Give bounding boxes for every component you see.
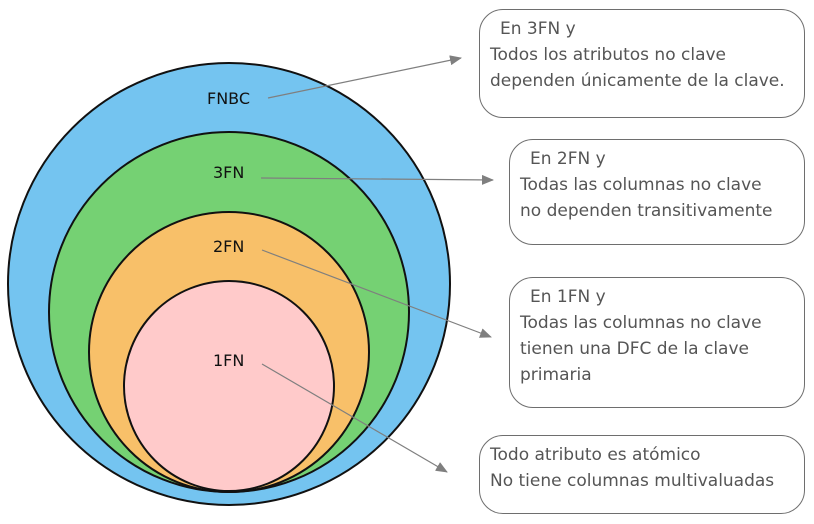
3fn-arrow xyxy=(260,174,494,185)
fnbc-label: FNBC xyxy=(207,89,250,108)
box-line: Todas las columnas no clave xyxy=(520,313,762,333)
box-heading: Todo atributo es atómico xyxy=(490,445,701,465)
2fn-description-box: En 1FN y Todas las columnas no clave tie… xyxy=(509,277,805,408)
box-heading: En 2FN y xyxy=(530,149,606,169)
2fn-arrow xyxy=(261,249,492,338)
box-heading: En 1FN y xyxy=(530,287,606,307)
3fn-description-box: En 2FN y Todas las columnas no clave no … xyxy=(509,139,805,245)
box-line: dependen únicamente de la clave. xyxy=(490,71,785,91)
1fn-label: 1FN xyxy=(213,351,244,370)
box-line: No tiene columnas multivaluadas xyxy=(490,471,775,491)
box-heading: En 3FN y xyxy=(500,19,576,39)
fnbc-description-box: En 3FN y Todos los atributos no clave de… xyxy=(479,9,805,118)
box-line: primaria xyxy=(520,365,592,385)
box-line: tienen una DFC de la clave xyxy=(520,339,749,359)
box-line: no dependen transitivamente xyxy=(520,201,773,221)
1fn-arrow xyxy=(261,363,448,473)
1fn-circle xyxy=(123,280,335,492)
2fn-label: 2FN xyxy=(213,237,244,256)
box-line: Todos los atributos no clave xyxy=(490,45,727,65)
box-line: Todas las columnas no clave xyxy=(520,175,762,195)
1fn-description-box: Todo atributo es atómico No tiene column… xyxy=(479,435,805,514)
3fn-label: 3FN xyxy=(213,163,244,182)
fnbc-arrow xyxy=(267,55,462,99)
